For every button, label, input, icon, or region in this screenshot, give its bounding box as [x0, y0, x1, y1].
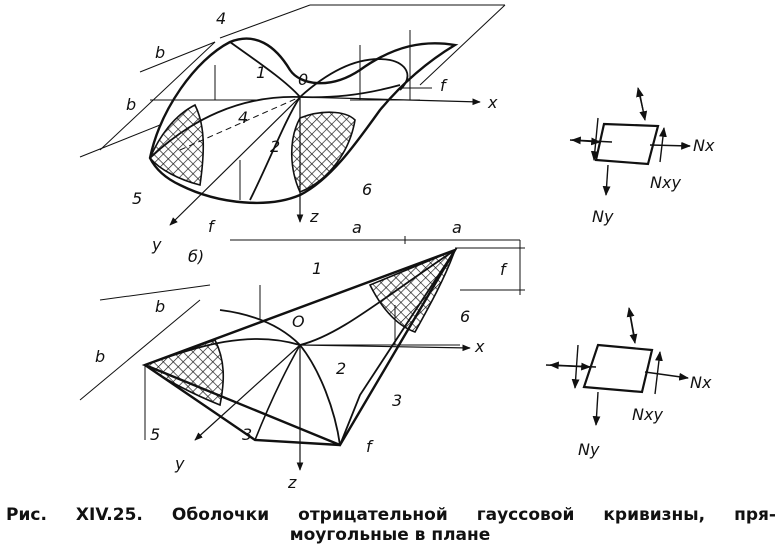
- upper-dimension-lines: [79, 4, 506, 200]
- label-f-dim: f: [500, 260, 508, 279]
- label-b-2: b: [126, 95, 136, 114]
- label-Ny-lower: Ny: [578, 440, 600, 459]
- upper-shell-outline: [148, 37, 459, 205]
- label-b-1: b: [155, 43, 165, 62]
- label-y-low: y: [174, 454, 185, 473]
- label-1-low: 1: [312, 259, 322, 278]
- lower-hatch-6: [368, 248, 457, 333]
- upper-hatch-5: [149, 103, 205, 186]
- lower-x-axis: [299, 344, 471, 352]
- lower-curve-ridge: [219, 309, 301, 346]
- force-labels-lower: Nx Nxy Ny: [578, 373, 712, 459]
- lower-labels: a a f 1 b b O 6 x 2 3 5 3 f y z: [95, 218, 508, 492]
- label-3-right: 3: [392, 391, 402, 410]
- lower-dimension-lines: [79, 236, 525, 440]
- label-y-top: y: [151, 235, 162, 254]
- label-b-paren: б): [188, 247, 204, 266]
- label-Nxy-lower: Nxy: [632, 405, 663, 424]
- upper-curve-2: [249, 96, 301, 201]
- lower-curve-back: [254, 344, 301, 441]
- label-b-3: b: [155, 297, 165, 316]
- upper-x-axis: [299, 96, 481, 106]
- label-6-top: 6: [362, 180, 372, 199]
- label-z-top: z: [309, 207, 319, 226]
- label-2-low: 2: [336, 359, 346, 378]
- upper-hatch-6: [290, 111, 356, 194]
- label-x-low: x: [474, 337, 485, 356]
- caption-line-2: моугольные в плане: [289, 525, 491, 545]
- upper-shell: [79, 4, 506, 226]
- label-5-low: 5: [150, 425, 160, 444]
- label-O-top: 0: [298, 70, 308, 89]
- label-b-4: b: [95, 347, 105, 366]
- label-5-top: 5: [132, 189, 142, 208]
- element-square-upper: [594, 122, 660, 166]
- upper-curve-right: [299, 58, 409, 98]
- label-z-low: z: [287, 473, 297, 492]
- lower-y-axis: [194, 344, 301, 441]
- upper-labels: 4 b b 1 0 4 2 f x 6 5 f z y б): [126, 9, 498, 266]
- lower-shell: [79, 236, 525, 471]
- label-f-low: f: [366, 437, 374, 456]
- label-1-top: 1: [256, 63, 266, 82]
- label-Nx-upper: Nx: [693, 136, 715, 155]
- label-a-2: a: [452, 218, 462, 237]
- force-element-lower: [545, 307, 689, 426]
- label-4-mid: 4: [238, 108, 248, 127]
- lower-curve-2: [299, 344, 341, 446]
- label-x-top: x: [487, 93, 498, 112]
- label-4-top: 4: [216, 9, 226, 28]
- force-labels-upper: Nx Nxy Ny: [592, 136, 715, 226]
- label-6-low: 6: [460, 307, 470, 326]
- lower-hatch-5: [143, 339, 225, 407]
- element-square-lower: [582, 343, 654, 394]
- force-element-upper: [569, 87, 691, 196]
- lower-shell-outline: [141, 247, 458, 447]
- caption-line-1: Рис. XIV.25. Оболочки отрицательной гаус…: [6, 505, 776, 525]
- label-3-bottom: 3: [242, 425, 252, 444]
- label-f-top-2: f: [208, 217, 216, 236]
- label-Ny-upper: Ny: [592, 207, 614, 226]
- label-2-top: 2: [270, 137, 280, 156]
- upper-y-axis: [169, 96, 301, 226]
- label-a-1: a: [352, 218, 362, 237]
- shell-diagram: 4 b b 1 0 4 2 f x 6 5 f z y б): [79, 4, 715, 492]
- label-f-top: f: [440, 76, 448, 95]
- upper-curve-4: [229, 41, 301, 98]
- figure-caption: Рис. XIV.25. Оболочки отрицательной гаус…: [0, 505, 780, 545]
- label-O-low: O: [292, 312, 305, 331]
- label-Nxy-upper: Nxy: [650, 173, 681, 192]
- label-Nx-lower: Nx: [690, 373, 712, 392]
